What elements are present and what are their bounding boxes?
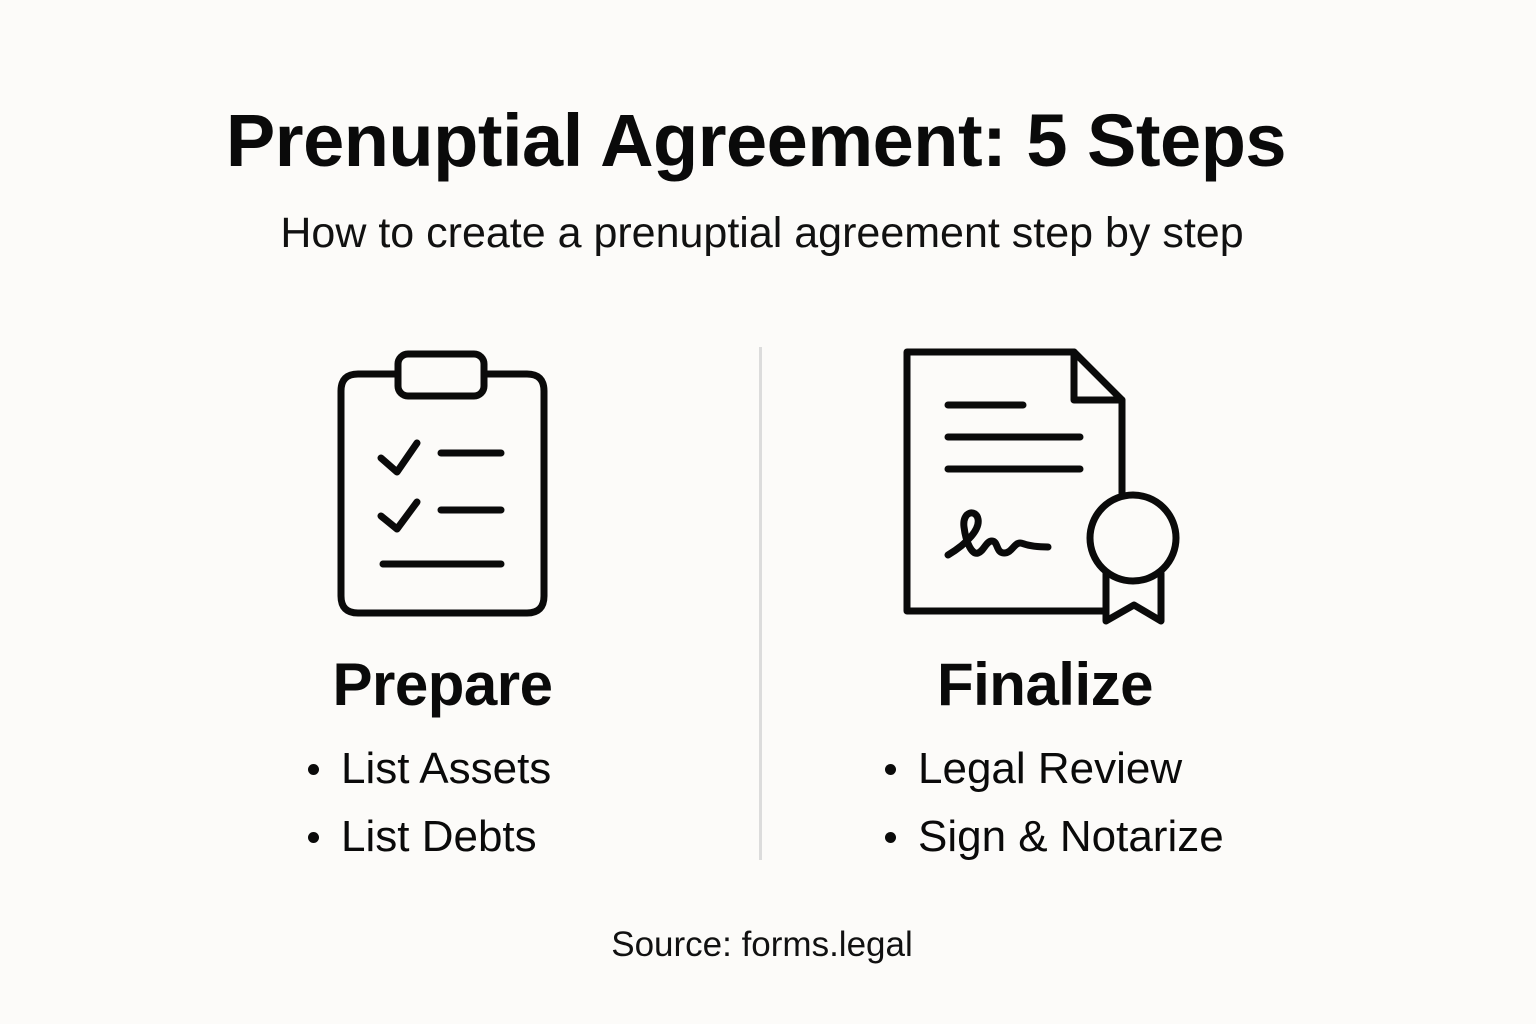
list-item: Legal Review — [885, 735, 1224, 803]
list-item: List Debts — [308, 803, 551, 871]
list-item-label: Legal Review — [918, 744, 1183, 793]
source-caption: Source: forms.legal — [611, 925, 913, 964]
column-heading-prepare: Prepare — [332, 651, 553, 718]
list-item-label: List Debts — [341, 812, 537, 861]
clipboard-checklist-icon — [330, 344, 554, 622]
finalize-bullet-list: Legal Review Sign & Notarize — [885, 735, 1224, 871]
list-item: List Assets — [308, 735, 551, 803]
bullet-dot-icon — [885, 763, 896, 775]
column-divider — [759, 347, 762, 860]
list-item-label: Sign & Notarize — [918, 812, 1224, 861]
bullet-dot-icon — [308, 831, 319, 843]
list-item-label: List Assets — [341, 744, 552, 793]
bullet-dot-icon — [885, 831, 896, 843]
bullet-dot-icon — [308, 763, 319, 775]
column-heading-finalize: Finalize — [936, 651, 1154, 718]
certified-document-icon — [898, 343, 1188, 633]
page-subtitle: How to create a prenuptial agreement ste… — [280, 209, 1244, 257]
page-title: Prenuptial Agreement: 5 Steps — [225, 99, 1287, 182]
list-item: Sign & Notarize — [885, 803, 1224, 871]
prepare-bullet-list: List Assets List Debts — [308, 735, 551, 871]
